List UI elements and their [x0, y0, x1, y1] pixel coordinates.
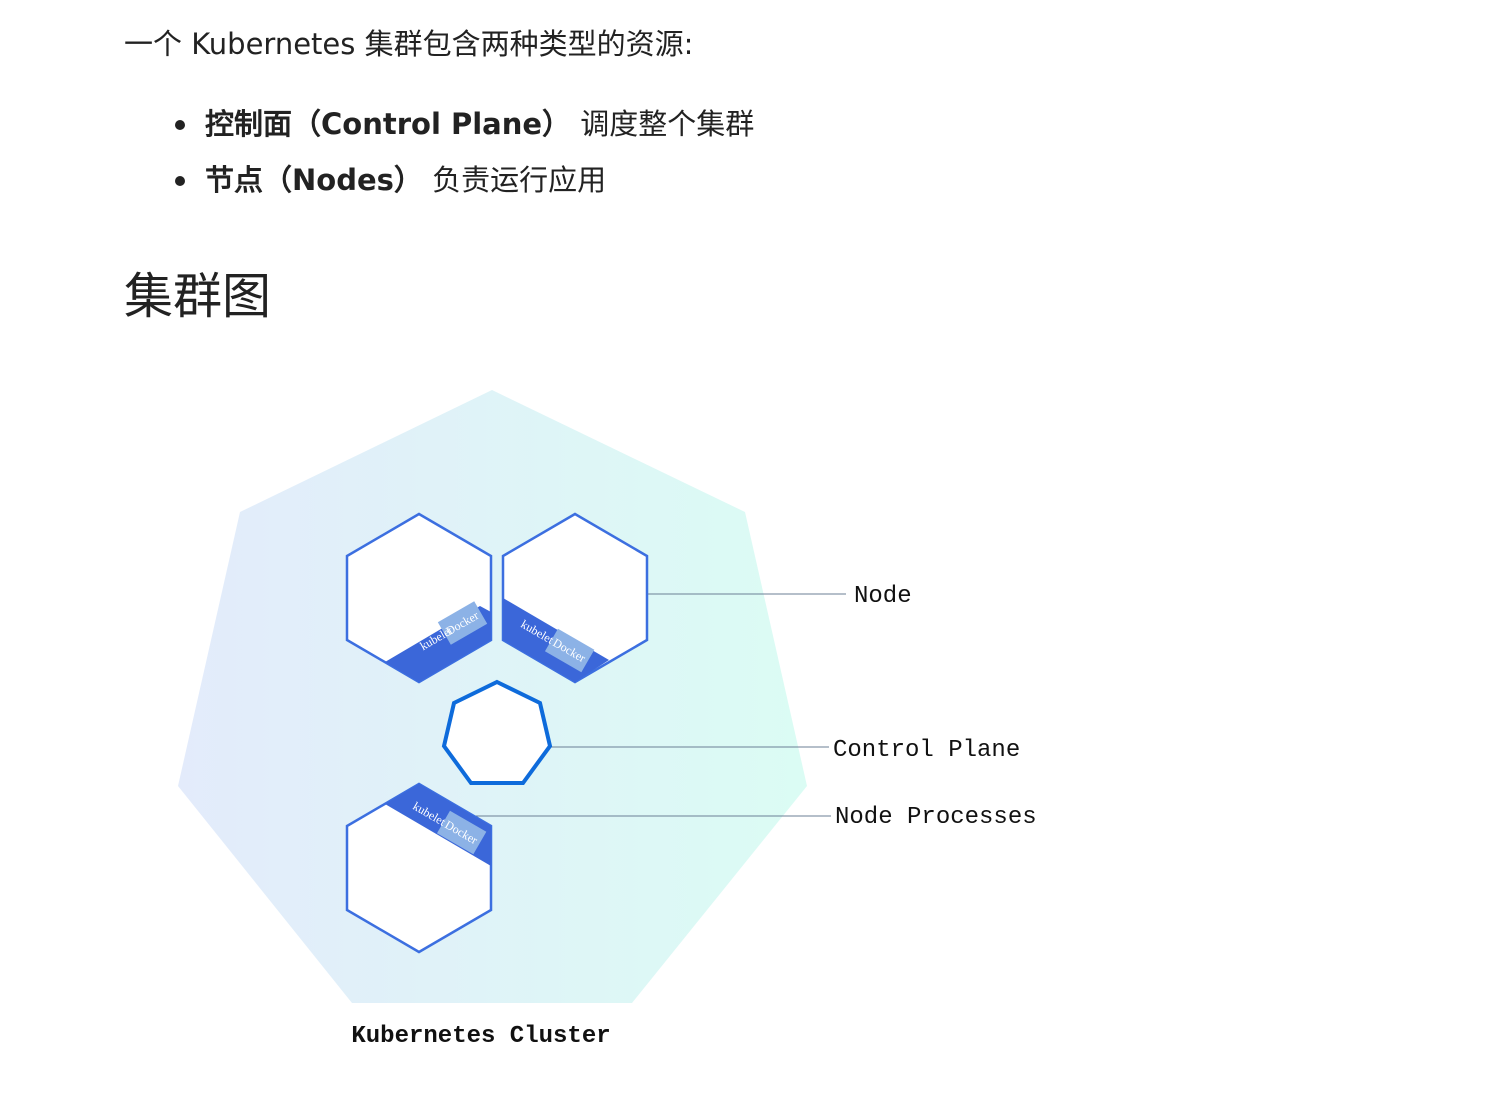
node-hexagon: kubelet Docker: [345, 782, 493, 954]
intro-text: 一个 Kubernetes 集群包含两种类型的资源:: [124, 27, 694, 61]
list-item-term: 控制面（Control Plane）: [205, 107, 572, 141]
node-hexagon: kubelet Docker: [345, 512, 493, 684]
bullet-dot-icon: [175, 120, 185, 130]
resource-list: 控制面（Control Plane） 调度整个集群 节点（Nodes） 负责运行…: [162, 100, 754, 212]
docker-badge: [437, 601, 488, 645]
list-item-desc: 负责运行应用: [432, 163, 607, 197]
docker-badge: [544, 628, 595, 673]
node-processes-label: Node Processes: [835, 804, 1037, 831]
cluster-label: Kubernetes Cluster: [351, 1023, 610, 1050]
list-item-term: 节点（Nodes）: [205, 163, 423, 197]
control-plane-heptagon: [441, 679, 553, 785]
list-item: 节点（Nodes） 负责运行应用: [162, 156, 754, 212]
docker-badge: [436, 810, 487, 855]
node-label: Node: [854, 583, 912, 610]
bullet-dot-icon: [175, 176, 185, 186]
control-plane-label: Control Plane: [833, 737, 1020, 764]
section-heading: 集群图: [124, 268, 272, 325]
list-item: 控制面（Control Plane） 调度整个集群: [162, 100, 754, 156]
list-item-desc: 调度整个集群: [580, 107, 755, 141]
node-process-badge: kubelet Docker: [417, 601, 488, 653]
node-hexagon: kubelet Docker: [501, 512, 649, 684]
